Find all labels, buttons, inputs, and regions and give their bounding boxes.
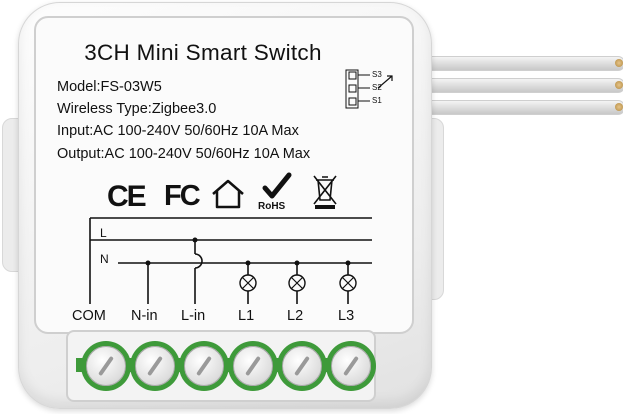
model-text: Model:FS-03W5 <box>57 79 162 95</box>
rohs-check-icon <box>262 172 292 199</box>
neutral-label: N <box>100 252 109 266</box>
output-text: Output:AC 100-240V 50/60Hz 10A Max <box>57 146 311 162</box>
terminal-label-com: COM <box>72 308 106 324</box>
weee-bin-icon <box>313 175 337 209</box>
product-title: 3CH Mini Smart Switch <box>84 40 322 65</box>
ce-mark-icon: CE <box>107 180 147 213</box>
screw-n-in <box>135 346 175 386</box>
screw-l1 <box>233 346 273 386</box>
terminal-label-l-in: L-in <box>181 308 206 324</box>
screw-com <box>86 346 126 386</box>
terminal-label-l2: L2 <box>287 308 304 324</box>
screw-l2 <box>282 346 322 386</box>
wireless-text: Wireless Type:Zigbee3.0 <box>57 101 217 117</box>
input-text: Input:AC 100-240V 50/60Hz 10A Max <box>57 123 299 139</box>
terminal-label-l1: L1 <box>238 308 255 324</box>
screw-l-in <box>184 346 224 386</box>
switch-label-s1: S1 <box>372 96 382 105</box>
screw-l3 <box>331 346 371 386</box>
fcc-mark-icon: FC <box>164 180 201 212</box>
lead-wires <box>410 56 623 128</box>
house-icon <box>212 179 244 209</box>
switch-label-s2: S2 <box>372 83 382 92</box>
line-label: L <box>100 226 107 240</box>
terminal-label-l3: L3 <box>338 308 355 324</box>
rohs-text: RoHS <box>258 201 286 212</box>
switch-label-s3: S3 <box>372 70 382 79</box>
terminal-block <box>66 330 376 402</box>
terminal-label-n-in: N-in <box>131 308 158 324</box>
